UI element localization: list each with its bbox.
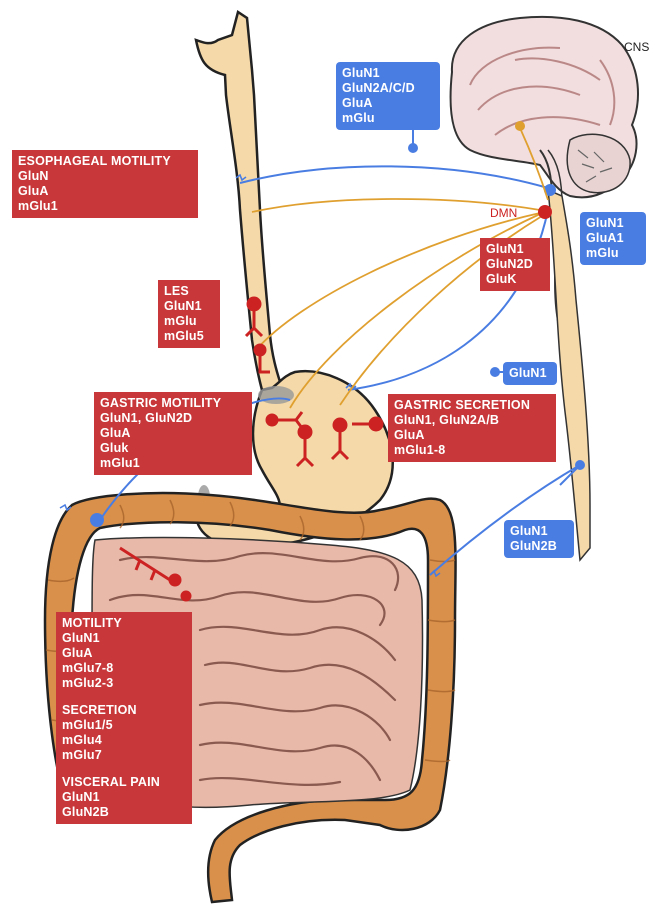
receptor-item: GluN1, GluN2D xyxy=(100,411,246,426)
brain-node xyxy=(515,121,525,131)
box-title: GASTRIC SECRETION xyxy=(394,398,550,413)
receptor-item: mGlu7 xyxy=(62,748,186,763)
receptor-item: mGlu1-8 xyxy=(394,443,550,458)
receptor-item: mGlu1/5 xyxy=(62,718,186,733)
cns-label: CNS xyxy=(624,40,649,54)
receptor-item: GluA xyxy=(62,646,186,661)
box-title: GASTRIC MOTILITY xyxy=(100,396,246,411)
receptor-item: GluN1 xyxy=(62,790,186,805)
receptor-item: mGlu xyxy=(342,111,434,126)
receptor-item: GluN2D xyxy=(486,257,544,272)
afferent-node xyxy=(90,513,104,527)
les-box: LES GluN1 mGlu mGlu5 xyxy=(158,280,220,348)
box-title: VISCERAL PAIN xyxy=(62,775,186,790)
receptor-item: GluA xyxy=(394,428,550,443)
spinal-afferent-box-mid: GluN1 xyxy=(503,362,557,385)
intestine-box: MOTILITY GluN1 GluA mGlu7-8 mGlu2-3 SECR… xyxy=(56,612,192,824)
receptor-item: GluA xyxy=(342,96,434,111)
receptor-item: GluA xyxy=(100,426,246,441)
receptor-item: mGlu1 xyxy=(18,199,192,214)
receptor-item: GluA xyxy=(18,184,192,199)
receptor-item: GluN1 xyxy=(342,66,434,81)
les-sphincter xyxy=(258,386,294,404)
box-title: MOTILITY xyxy=(62,616,186,631)
gastric-secretion-box: GASTRIC SECRETION GluN1, GluN2A/B GluA m… xyxy=(388,394,556,462)
receptor-item: mGlu xyxy=(586,246,640,261)
receptor-item: mGlu1 xyxy=(100,456,246,471)
receptor-item: GluN1 xyxy=(509,366,551,381)
receptor-item: GluN2B xyxy=(510,539,568,554)
receptor-item: GluK xyxy=(486,272,544,287)
receptor-item: mGlu5 xyxy=(164,329,214,344)
receptor-item: GluN2A/C/D xyxy=(342,81,434,96)
receptor-item: GluN1, GluN2A/B xyxy=(394,413,550,428)
brainstem-box: GluN1 GluA1 mGlu xyxy=(580,212,646,265)
receptor-item: GluN1 xyxy=(586,216,640,231)
receptor-item: GluN1 xyxy=(510,524,568,539)
receptor-item: mGlu4 xyxy=(62,733,186,748)
receptor-item: GluN2B xyxy=(62,805,186,820)
box-title: SECRETION xyxy=(62,703,186,718)
box-title: LES xyxy=(164,284,214,299)
receptor-item: GluA1 xyxy=(586,231,640,246)
receptor-item: GluN1 xyxy=(486,242,544,257)
spinal-afferent-box-low: GluN1 GluN2B xyxy=(504,520,574,558)
receptor-item: mGlu xyxy=(164,314,214,329)
dmn-label: DMN xyxy=(490,206,517,220)
dmn-receptors-box: GluN1 GluN2D GluK xyxy=(480,238,550,291)
box-title: ESOPHAGEAL MOTILITY xyxy=(18,154,192,169)
esophageal-motility-box: ESOPHAGEAL MOTILITY GluN GluA mGlu1 xyxy=(12,150,198,218)
vagal-afferent-box: GluN1 GluN2A/C/D GluA mGlu xyxy=(336,62,440,130)
receptor-item: GluN1 xyxy=(62,631,186,646)
receptor-item: Gluk xyxy=(100,441,246,456)
receptor-item: mGlu2-3 xyxy=(62,676,186,691)
receptor-item: GluN xyxy=(18,169,192,184)
gastric-motility-box: GASTRIC MOTILITY GluN1, GluN2D GluA Gluk… xyxy=(94,392,252,475)
receptor-item: GluN1 xyxy=(164,299,214,314)
dmn-node xyxy=(538,205,552,219)
receptor-item: mGlu7-8 xyxy=(62,661,186,676)
